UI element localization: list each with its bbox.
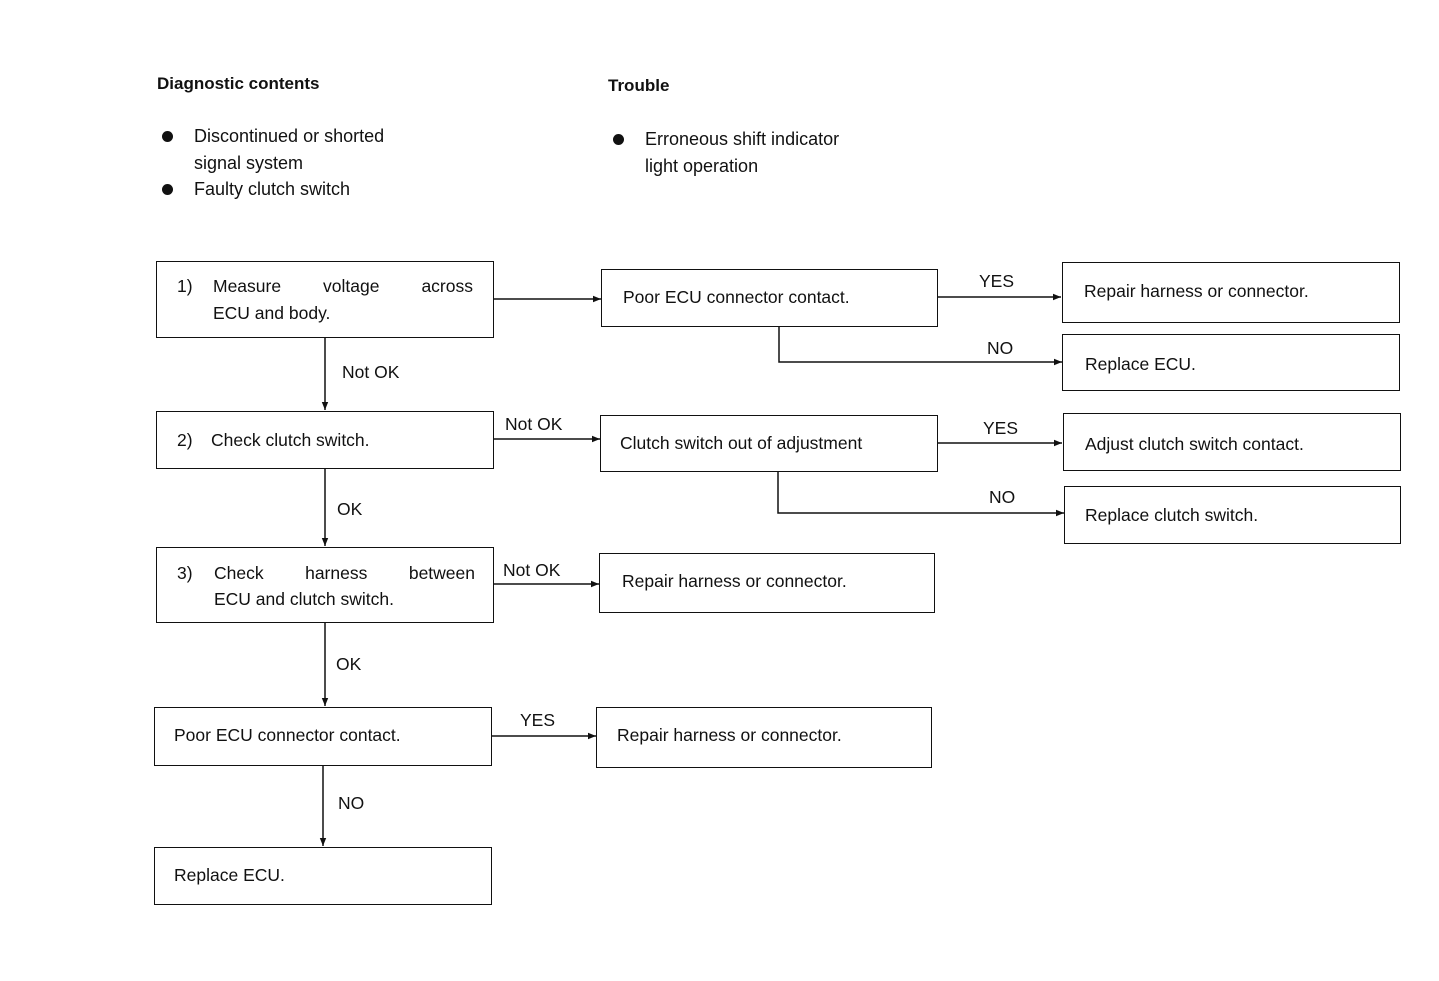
- edge-label-not-ok: Not OK: [505, 414, 563, 434]
- edge-label-not-ok: Not OK: [503, 560, 561, 580]
- list-item-text: light operation: [645, 155, 759, 176]
- right-box-1: Repair harness or connector.: [1062, 262, 1400, 323]
- list-item-text: Discontinued or shorted: [194, 126, 385, 146]
- step-number: 2): [177, 430, 193, 450]
- box-text: Repair harness or connector.: [617, 725, 842, 745]
- right-box-2: Replace ECU.: [1062, 334, 1400, 391]
- mid-box-2: Clutch switch out of adjustment: [600, 415, 938, 472]
- edge-label-yes: YES: [983, 418, 1019, 438]
- edge-label-ok: OK: [336, 654, 362, 674]
- trouble-heading: Trouble: [608, 76, 670, 95]
- edge-label-not-ok: Not OK: [342, 362, 400, 382]
- step-text-line2: ECU and body.: [213, 303, 331, 323]
- mid-box-4: Repair harness or connector.: [596, 707, 932, 768]
- right-box-4: Replace clutch switch.: [1064, 486, 1401, 544]
- edge-label-no: NO: [989, 487, 1016, 507]
- step-text-line1: Check clutch switch.: [211, 430, 370, 450]
- bullet-icon: [162, 184, 173, 195]
- step-2-box: 2) Check clutch switch.: [156, 411, 494, 469]
- arrow-mid2-no: [777, 472, 1064, 517]
- edge-label-no: NO: [338, 793, 365, 813]
- step-3-box: 3) Check harness between ECU and clutch …: [156, 547, 494, 623]
- list-item: Discontinued or shorted signal system: [157, 123, 384, 176]
- mid-box-3: Repair harness or connector.: [599, 553, 935, 613]
- bullet-icon: [613, 134, 624, 145]
- list-item-text: Faulty clutch switch: [194, 179, 351, 199]
- box-text: Poor ECU connector contact.: [623, 287, 850, 307]
- arrow-mid1-no: [778, 327, 1062, 366]
- step-text-line2: ECU and clutch switch.: [214, 589, 394, 609]
- diagnostic-contents-heading: Diagnostic contents: [157, 74, 320, 93]
- edge-label-ok: OK: [337, 499, 363, 519]
- box-text: Replace clutch switch.: [1085, 505, 1259, 525]
- edge-label-yes: YES: [520, 710, 556, 730]
- step-text-line1: Poor ECU connector contact.: [174, 725, 401, 745]
- step-text-line1: Measure voltage across: [213, 276, 473, 296]
- mid-box-1: Poor ECU connector contact.: [601, 269, 938, 327]
- step-1-box: 1) Measure voltage across ECU and body.: [156, 261, 494, 338]
- step-number: 1): [177, 276, 193, 296]
- edge-label-yes: YES: [979, 271, 1015, 291]
- trouble-list: Erroneous shift indicator light operatio…: [608, 126, 839, 179]
- step-text-line1: Replace ECU.: [174, 865, 285, 885]
- list-item-text: Erroneous shift indicator: [645, 129, 840, 149]
- box-text: Replace ECU.: [1085, 354, 1196, 374]
- box-text: Repair harness or connector.: [622, 571, 847, 591]
- step-4-box: Poor ECU connector contact.: [154, 707, 492, 766]
- box-text: Adjust clutch switch contact.: [1085, 434, 1304, 454]
- step-number: 3): [177, 563, 193, 583]
- diagnostic-list: Discontinued or shorted signal system Fa…: [157, 123, 384, 203]
- bullet-icon: [162, 131, 173, 142]
- list-item: Erroneous shift indicator light operatio…: [608, 126, 839, 179]
- box-text: Repair harness or connector.: [1084, 281, 1309, 301]
- list-item: Faulty clutch switch: [157, 176, 384, 203]
- edge-label-no: NO: [987, 338, 1014, 358]
- step-text-line1: Check harness between: [214, 563, 475, 583]
- step-5-box: Replace ECU.: [154, 847, 492, 905]
- right-box-3: Adjust clutch switch contact.: [1063, 413, 1401, 471]
- box-text: Clutch switch out of adjustment: [620, 433, 863, 453]
- list-item-text: signal system: [194, 152, 304, 173]
